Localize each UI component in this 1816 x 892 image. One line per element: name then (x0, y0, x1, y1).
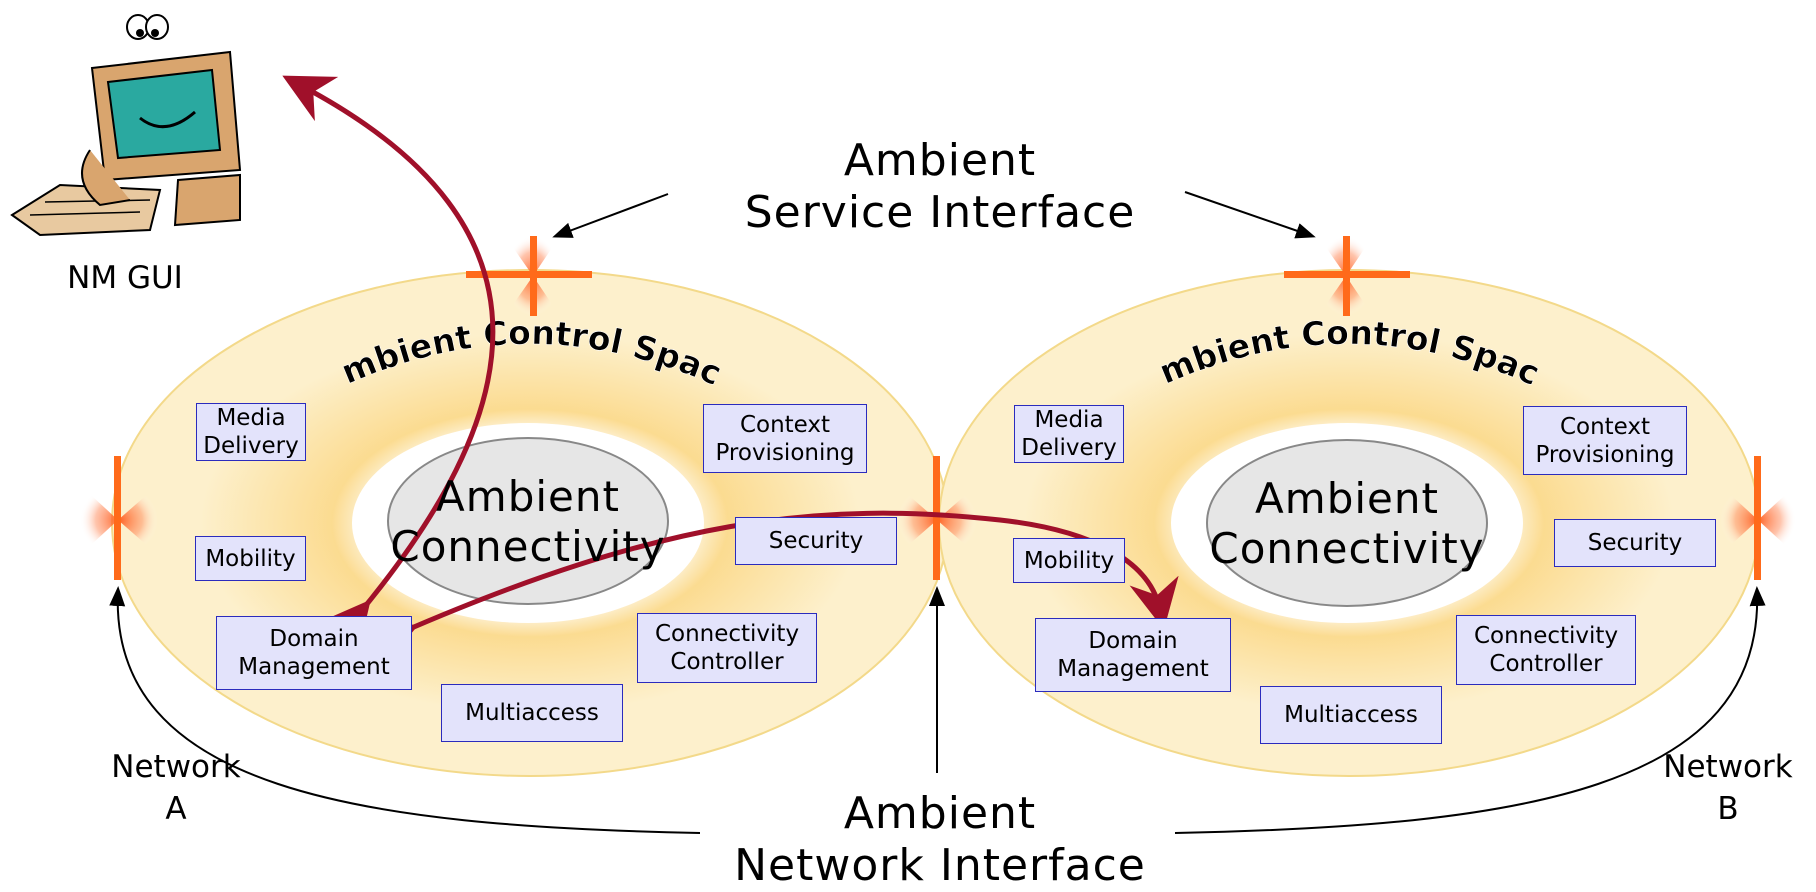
module-label: Mobility (1023, 547, 1115, 574)
module-label: Provisioning (1535, 441, 1675, 468)
module-label: Controller (1489, 651, 1603, 677)
module-label: Connectivity (654, 621, 800, 647)
network-b-line-2: B (1717, 791, 1739, 827)
service-interface-line-2: Service Interface (744, 187, 1136, 238)
core-label-b: Ambient Connectivity (1207, 474, 1487, 574)
module-label: Delivery (1021, 435, 1117, 461)
network-a-line-2: A (165, 791, 187, 827)
module-label: Context (739, 411, 831, 438)
network-interface-line-1: Ambient (843, 788, 1037, 839)
module-label: Domain (1088, 628, 1178, 654)
module-label: Connectivity (1473, 623, 1619, 649)
module-label: Mobility (205, 545, 296, 572)
module-label: Multiaccess (465, 700, 599, 726)
service-interface-line-1: Ambient (843, 135, 1037, 186)
module-context-provisioning-b: Context Provisioning (1523, 406, 1687, 475)
network-interface-label: Ambient Network Interface (680, 788, 1200, 892)
module-connectivity-controller-b: Connectivity Controller (1456, 615, 1636, 685)
network-connector-middle (897, 456, 977, 580)
network-interface-line-2: Network Interface (734, 840, 1146, 891)
core-label-b-line-2: Connectivity (1209, 524, 1485, 573)
module-label: Delivery (203, 433, 299, 459)
service-interface-label: Ambient Service Interface (690, 135, 1190, 239)
module-context-provisioning-a: Context Provisioning (703, 404, 867, 473)
module-domain-management-b: Domain Management (1035, 618, 1231, 692)
module-multiaccess-a: Multiaccess (441, 684, 623, 742)
network-connector-a (80, 456, 158, 580)
nm-gui-computer-icon (10, 14, 242, 237)
module-label: Controller (670, 649, 784, 675)
network-connector-b (1720, 456, 1796, 580)
module-label: Context (1559, 413, 1651, 440)
module-label: Management (238, 654, 390, 680)
module-label: Provisioning (715, 439, 855, 466)
service-connector-a (466, 236, 592, 316)
core-label-b-line-1: Ambient (1255, 474, 1439, 523)
module-label: Security (768, 528, 864, 554)
module-domain-management-a: Domain Management (216, 616, 412, 690)
module-label: Media (216, 405, 286, 431)
module-mobility-a: Mobility (195, 536, 306, 581)
module-security-a: Security (735, 517, 897, 565)
interface-pointers (109, 191, 1766, 834)
core-label-a-line-2: Connectivity (390, 522, 666, 571)
core-label-a: Ambient Connectivity (388, 472, 668, 572)
network-b-label: Network B (1638, 746, 1816, 830)
module-multiaccess-b: Multiaccess (1260, 686, 1442, 744)
network-a-label: Network A (86, 746, 266, 830)
module-label: Domain (269, 626, 359, 652)
module-label: Security (1587, 530, 1683, 556)
module-connectivity-controller-a: Connectivity Controller (637, 613, 817, 683)
module-label: Media (1034, 407, 1104, 433)
core-label-a-line-1: Ambient (436, 472, 620, 521)
module-media-delivery-b: Media Delivery (1014, 405, 1124, 463)
network-a-line-1: Network (111, 749, 241, 785)
module-label: Management (1057, 656, 1209, 682)
module-security-b: Security (1554, 519, 1716, 567)
nm-gui-label: NM GUI (67, 260, 183, 296)
module-label: Multiaccess (1284, 702, 1418, 728)
network-b-line-1: Network (1663, 749, 1793, 785)
module-mobility-b: Mobility (1013, 538, 1125, 583)
service-connector-b (1284, 236, 1410, 316)
module-media-delivery-a: Media Delivery (196, 403, 306, 461)
